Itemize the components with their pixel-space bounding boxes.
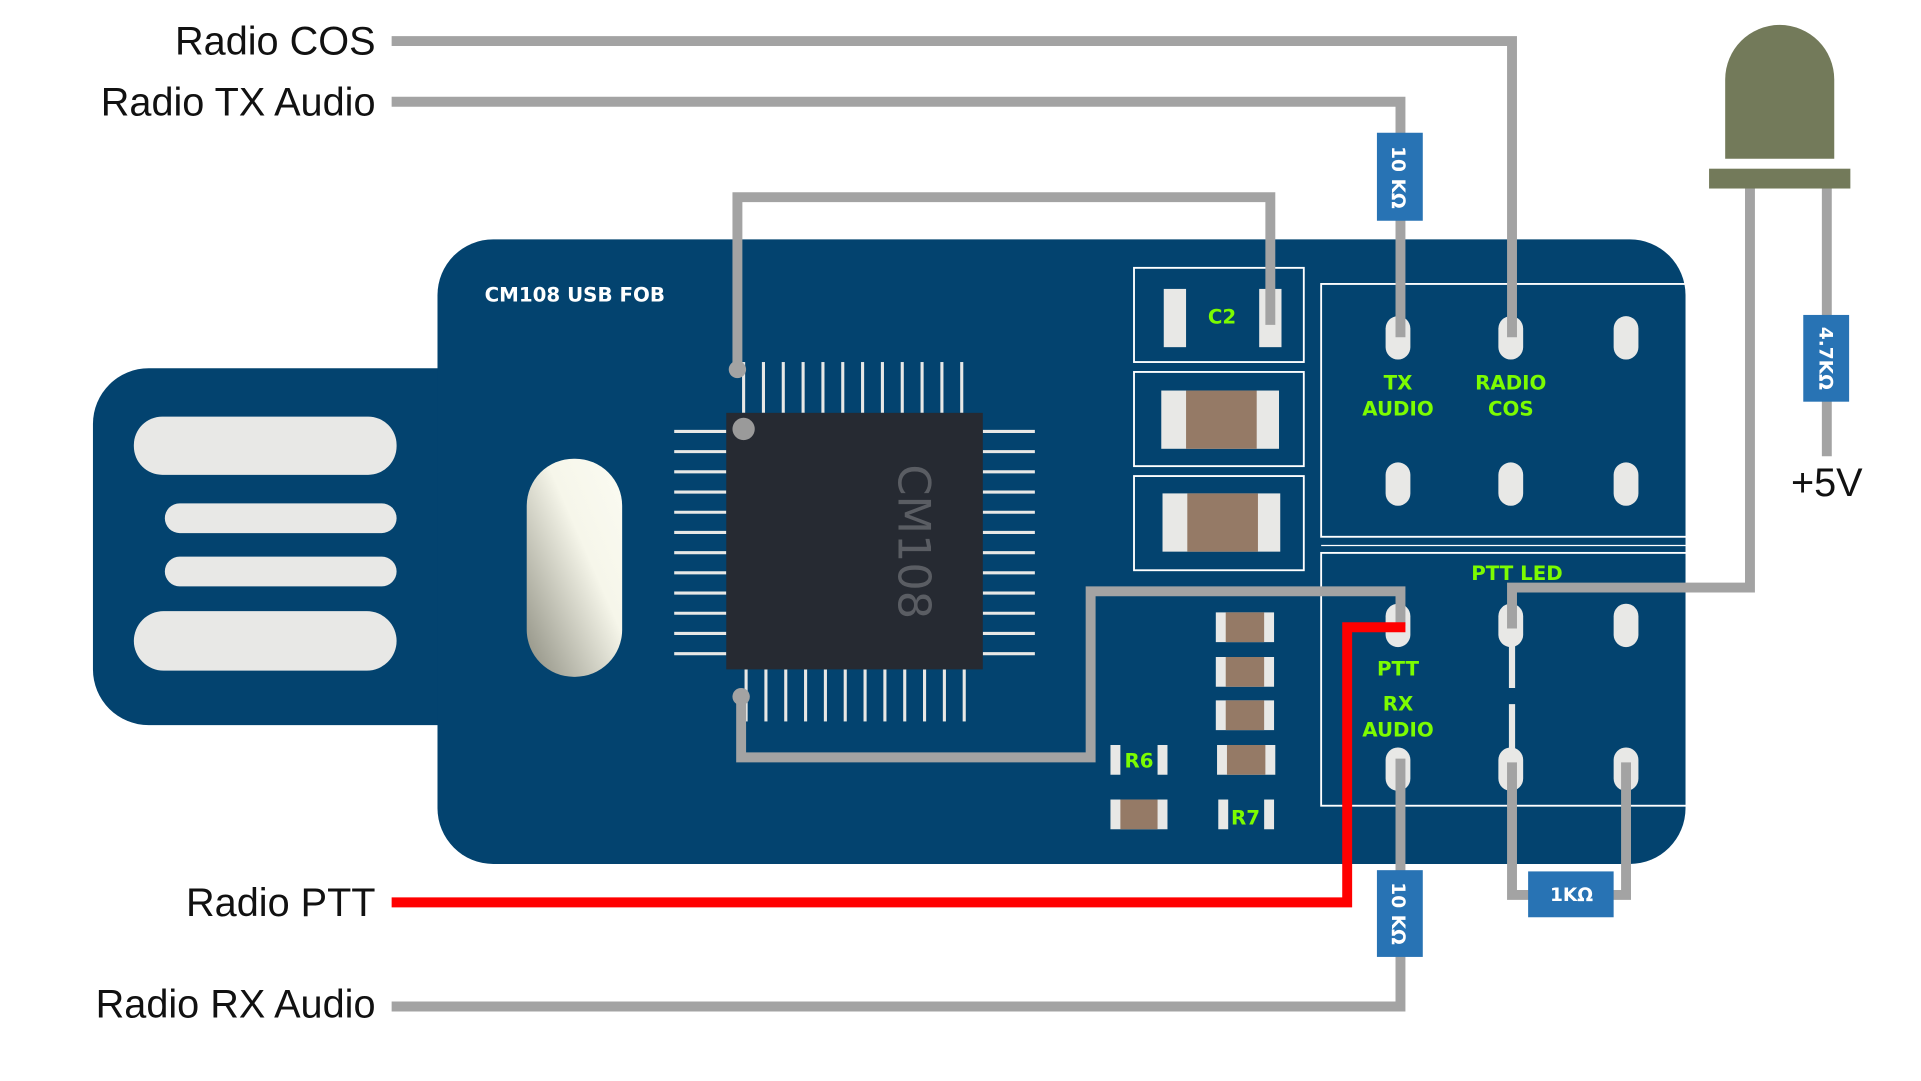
board-title: CM108 USB FOB xyxy=(485,283,665,306)
led-cathode-wire xyxy=(1507,186,1755,629)
ptt-led-resistor xyxy=(1528,871,1614,918)
radio-ptt-label: Radio PTT xyxy=(186,881,375,925)
crystal-oscillator xyxy=(526,458,623,677)
usb-fob-board: CM108 USB FOB CM108 C2 R6 R7 xyxy=(92,239,1694,864)
r6-label: R6 xyxy=(1124,749,1153,772)
rx-resistor-value: 10 KΩ xyxy=(1387,882,1408,945)
wire-junction xyxy=(728,360,747,379)
ptt-led-resistor-value: 1KΩ xyxy=(1550,885,1593,906)
tx-audio-label: AUDIO xyxy=(1362,397,1433,420)
connector-pad xyxy=(1613,316,1639,360)
smd-resistors xyxy=(1110,612,1276,830)
led-resistor xyxy=(1803,314,1850,402)
rx-resistor xyxy=(1376,870,1423,957)
connector-pad xyxy=(1498,462,1524,506)
tx-label: TX xyxy=(1384,371,1413,394)
cos-label: COS xyxy=(1488,397,1534,420)
c2-label: C2 xyxy=(1208,306,1236,329)
ptt-label: PTT xyxy=(1377,658,1419,681)
usb-contact xyxy=(133,611,397,671)
capacitor-outline xyxy=(1133,475,1305,572)
capacitor-body xyxy=(1187,493,1258,552)
c2-pad xyxy=(1163,288,1187,348)
chip-pins xyxy=(674,362,1035,722)
chip-ptt-wire xyxy=(736,586,1406,763)
radio-rx-audio-label: Radio RX Audio xyxy=(96,983,376,1027)
cm108-chip xyxy=(726,412,983,670)
tx-resistor xyxy=(1376,132,1423,221)
usb-contact xyxy=(133,416,397,475)
rx-label: RX xyxy=(1383,692,1414,715)
chip-c2-wire xyxy=(732,192,1276,370)
wire-junction xyxy=(732,687,750,706)
connector-pad xyxy=(1613,462,1639,506)
tx-audio-wire xyxy=(391,96,1406,338)
board-body xyxy=(437,239,1686,864)
tx-resistor-value: 10 KΩ xyxy=(1387,146,1408,209)
connector-pad xyxy=(1385,462,1411,506)
led-base xyxy=(1709,168,1851,189)
ptt-wire xyxy=(391,622,1406,908)
r7-label: R7 xyxy=(1231,806,1260,829)
ptt-led-label: PTT LED xyxy=(1471,562,1563,585)
led-resistor-value: 4.7KΩ xyxy=(1814,327,1835,390)
pin1-marker xyxy=(732,417,755,441)
radio-cos-label: Radio COS xyxy=(175,20,376,64)
rx-audio-wire xyxy=(391,758,1406,1012)
plus-5v-label: +5V xyxy=(1791,461,1863,505)
connector-pad xyxy=(1613,603,1639,648)
radio-tx-audio-label: Radio TX Audio xyxy=(101,80,376,124)
capacitor-outline xyxy=(1133,371,1305,468)
radio-label: RADIO xyxy=(1475,371,1546,394)
cos-wire xyxy=(391,36,1517,338)
usb-contact xyxy=(164,556,397,587)
chip-label: CM108 xyxy=(888,464,940,619)
rx-audio-label: AUDIO xyxy=(1362,718,1433,741)
capacitor-body xyxy=(1186,390,1257,449)
led-icon xyxy=(1725,24,1835,159)
usb-contact xyxy=(164,503,397,534)
c2-outline xyxy=(1133,266,1305,363)
